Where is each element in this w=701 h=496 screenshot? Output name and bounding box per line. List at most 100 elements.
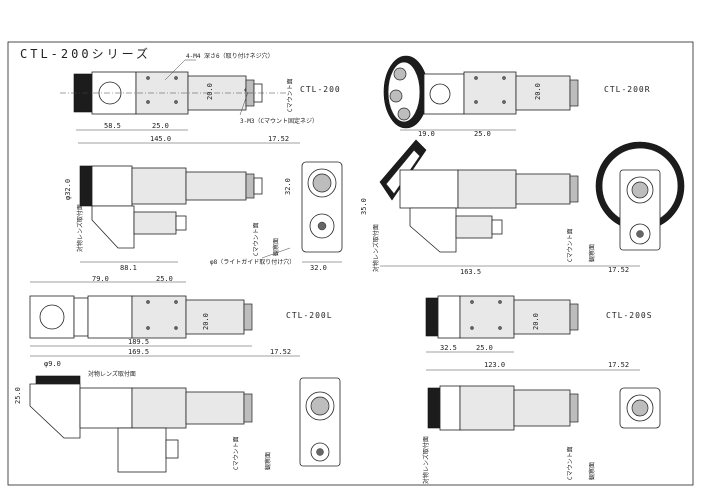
l-block: [131, 295, 187, 339]
l-mount: [243, 303, 253, 331]
r-front-upper-lens: [631, 181, 649, 199]
dim-label: 25.0: [156, 275, 173, 283]
s-front-lens: [631, 399, 649, 417]
callout-lens-face: 対物レンズ取付面: [422, 436, 430, 484]
l-side-tube: [185, 391, 245, 425]
l-side-bracket: [29, 383, 81, 439]
dim-label: 79.0: [92, 275, 109, 283]
leader-line: [261, 247, 291, 259]
callout-lens-face: 対物レンズ取付面: [76, 204, 84, 252]
s-side-mount: [569, 393, 579, 423]
dim-label: 25.0: [474, 130, 491, 138]
callout-c-mount-face: Cマウント面: [252, 222, 260, 256]
mount-hole: [502, 100, 506, 104]
l-tube: [185, 299, 245, 335]
callout-c-mount-screw: 3-M3（Cマウント固定ネジ）: [240, 117, 318, 125]
s-knurl: [425, 297, 439, 337]
r-side-mount: [569, 175, 579, 203]
s-mount: [569, 303, 579, 331]
mount-hole: [146, 300, 150, 304]
r-mount: [569, 79, 579, 107]
side-mount: [245, 173, 255, 199]
mount-hole: [174, 76, 178, 80]
model-label-ctl-200s: CTL-200S: [606, 311, 653, 320]
ctl-200r-side-view: 対物レンズ取付面 Cマウント面 観察面 163.5 17.52: [372, 139, 640, 276]
dim-label: 32.0: [310, 264, 327, 272]
s-side-tube: [513, 389, 571, 427]
dim-label: 32.0: [284, 178, 292, 195]
r-tube: [515, 75, 571, 111]
dim-label: 35.0: [360, 198, 368, 215]
front-upper-lens: [312, 173, 332, 193]
r-port: [429, 83, 451, 105]
l-front-lower-hole: [316, 448, 324, 456]
l-port: [39, 304, 65, 330]
l-side-lower: [117, 427, 167, 473]
mount-hole: [146, 326, 150, 330]
dim-label: 145.0: [150, 135, 171, 143]
callout-mount-screws: 4-M4 深さ6（取り付けネジ穴）: [186, 52, 274, 60]
l-side-head: [79, 387, 133, 429]
dim-label: 20.0: [206, 83, 214, 100]
mount-hole: [474, 76, 478, 80]
ctl-200s-top-view: 20.0 CTL-200S 32.5 25.0: [425, 295, 653, 353]
model-label-ctl-200l: CTL-200L: [286, 311, 333, 320]
l-neck: [73, 297, 89, 337]
side-light-port: [133, 211, 177, 235]
r-side-tube: [515, 173, 571, 205]
callout-c-mount-face: Cマウント面: [566, 446, 574, 480]
side-tube: [185, 171, 247, 201]
dim-label: 169.5: [128, 348, 149, 356]
dim-label: 123.0: [484, 361, 505, 369]
mount-hole: [174, 300, 178, 304]
s-head: [437, 295, 461, 339]
callout-c-mount-face: Cマウント面: [232, 436, 240, 470]
dim-label: 58.5: [104, 122, 121, 130]
callout-stage-face: 観察面: [272, 238, 280, 256]
dim-label: 88.1: [120, 264, 137, 272]
ctl-200l-side-view: 189.5 169.5 17.52 φ9.0 25.0 対物レンズ取付面 Cマウ…: [14, 338, 341, 473]
model-label-ctl-200r: CTL-200R: [604, 85, 651, 94]
mount-hole: [470, 326, 474, 330]
mount-hole: [498, 326, 502, 330]
l-side-mount: [243, 393, 253, 423]
side-head: [91, 165, 133, 207]
ctl-200r-front-view: [595, 141, 685, 251]
r-side-light-tip: [491, 219, 503, 235]
ctl-200-front-view: 32.0 35.0 32.0 φ8（ライトガイド取り付け穴）: [210, 161, 368, 272]
ctl-200-side-view: 145.0 17.52 φ32.0 対物レンズ取付面 Cマウント面 観察面 88…: [64, 135, 300, 272]
dim-label: φ32.0: [64, 179, 72, 200]
mount-hole: [174, 326, 178, 330]
model-label-ctl-200: CTL-200: [300, 85, 341, 94]
side-block: [131, 167, 187, 205]
s-tube: [513, 299, 571, 335]
callout-c-mount-face: Cマウント面: [286, 78, 294, 112]
ctl-200r-top-view: 20.0 CTL-200R 19.0 25.0: [383, 55, 651, 138]
dim-label: 163.5: [460, 268, 481, 276]
ctl-200s-side-view: 123.0 17.52 対物レンズ取付面 Cマウント面 観察面: [422, 361, 661, 484]
dim-label: 20.0: [202, 313, 210, 330]
dim-label: 25.0: [14, 387, 22, 404]
mount-hole: [470, 300, 474, 304]
l-side-light-tip: [165, 439, 179, 459]
dim-label: 17.52: [608, 361, 629, 369]
r-wheel-hole: [393, 67, 407, 81]
s-block: [459, 295, 515, 339]
r-wheel-hole: [397, 107, 411, 121]
callout-lens-face: 対物レンズ取付面: [372, 224, 380, 272]
dim-label: 189.5: [128, 338, 149, 346]
side-light-tip: [175, 215, 187, 231]
callout-light-guide: φ8（ライトガイド取り付け穴）: [210, 258, 295, 266]
callout-stage-face: 観察面: [264, 452, 272, 470]
s-side-head: [439, 385, 461, 431]
mount-hole: [498, 300, 502, 304]
dim-label: 19.0: [418, 130, 435, 138]
r-side-block: [457, 169, 517, 209]
ctl-200-top-view: 20.0 CTL-200 Cマウント面 4-M4 深さ6（取り付けネジ穴） 3-…: [60, 52, 341, 131]
dim-label: 32.5: [440, 344, 457, 352]
dim-label: 25.0: [152, 122, 169, 130]
side-bracket: [91, 205, 135, 249]
r-side-head: [399, 169, 459, 209]
r-wheel-hole: [389, 89, 403, 103]
